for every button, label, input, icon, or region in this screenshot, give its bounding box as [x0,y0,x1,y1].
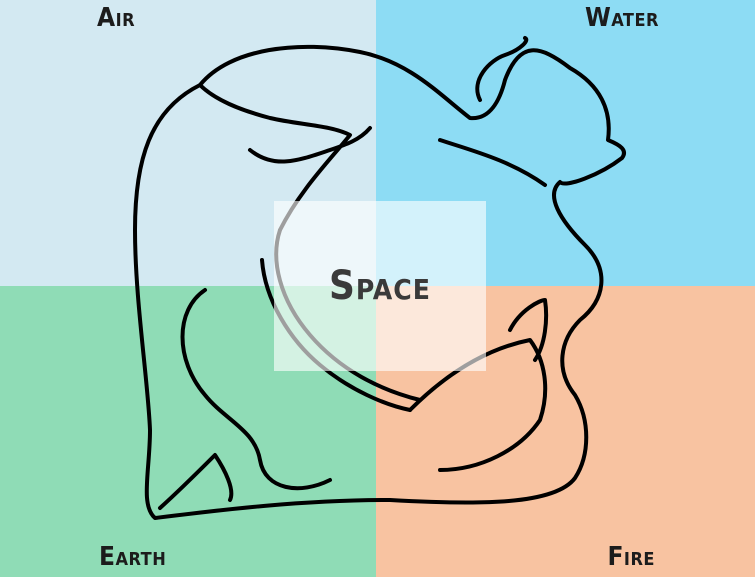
earth-label: Earth [99,542,167,572]
figure-outer-outline [133,44,627,520]
fire-label: Fire [607,542,655,572]
water-label: Water [584,3,659,33]
figure-shoulder [438,138,547,187]
air-label: Air [97,3,136,33]
figure-hand [508,298,549,362]
figure-arm-inner [248,126,372,164]
space-box [274,201,486,371]
figure-foot [158,453,234,510]
figure-head [475,36,529,102]
space-label: Space [329,263,431,309]
figure-arm-upper [198,83,352,232]
figure-leg [180,288,332,491]
